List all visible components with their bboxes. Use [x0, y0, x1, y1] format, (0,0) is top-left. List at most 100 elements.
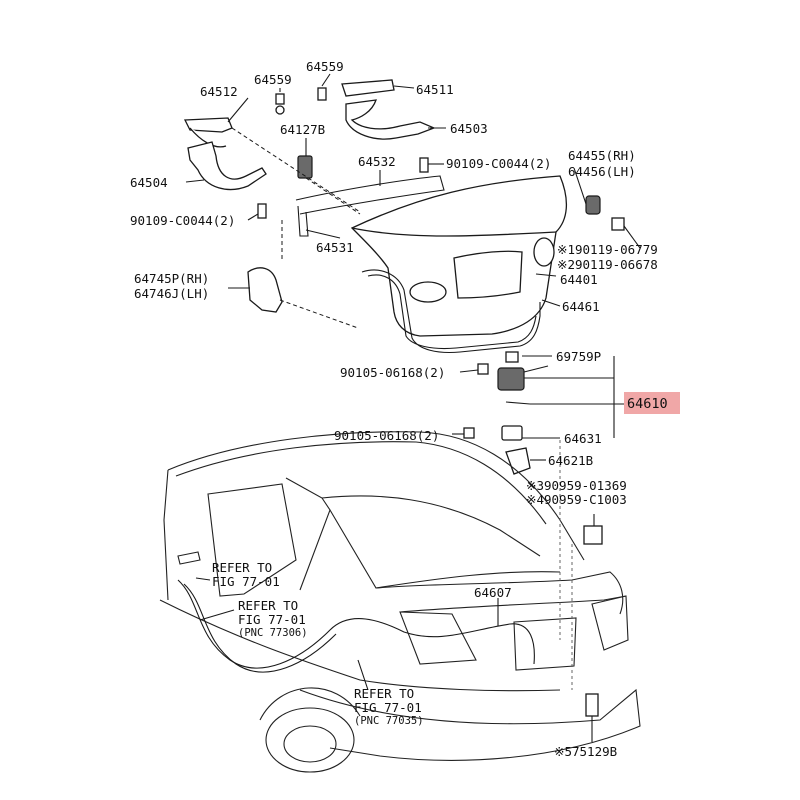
label-64503: 64503 — [450, 121, 488, 136]
door-handle — [177, 551, 201, 565]
label-64559-a: 64559 — [254, 72, 292, 87]
label-69759P: 69759P — [556, 349, 601, 364]
label-90105-a: 90105-06168(2) — [340, 365, 445, 380]
label-64127B: 64127B — [280, 122, 325, 137]
lock-assembly-64610 — [452, 351, 626, 475]
ref3-line3: (PNC 77035) — [354, 715, 424, 727]
bolt-90105-b — [463, 427, 475, 439]
label-64461: 64461 — [562, 299, 600, 314]
torsion-bar-64531 — [297, 205, 309, 237]
ref3-line2: FIG 77-01 — [354, 700, 422, 715]
label-64455: 64455(RH) — [568, 148, 636, 163]
lock-cable-end — [505, 401, 531, 405]
part-labels: 64559 64559 64512 64511 64503 64127B 645… — [130, 59, 668, 759]
license-plate-recess — [513, 617, 577, 671]
hinge-64503-part — [345, 99, 436, 140]
bolt-90109-left — [257, 203, 267, 219]
torsion-bar-64532 — [295, 175, 445, 215]
label-64607: 64607 — [474, 585, 512, 600]
label-64456: 64456(LH) — [568, 164, 636, 179]
rear-bumper — [299, 688, 641, 761]
label-64401: 64401 — [560, 272, 598, 287]
rear-door-window — [207, 483, 297, 597]
rear-window-bottom — [329, 509, 561, 589]
ref2-line2: FIG 77-01 — [238, 612, 306, 627]
bolt-90105-a — [477, 363, 489, 375]
label-64532: 64532 — [358, 154, 396, 169]
label-64531: 64531 — [316, 240, 354, 255]
ref1-line1: REFER TO — [212, 560, 272, 575]
tail-lamp-left — [399, 611, 477, 665]
c-pillar — [285, 477, 331, 591]
label-64746J: 64746J(LH) — [134, 286, 209, 301]
opener-75129B — [585, 693, 599, 717]
trunk-lid-lamp-right — [533, 237, 555, 267]
weatherstrip-64461 — [361, 269, 541, 354]
bolt-64559-left — [275, 93, 285, 105]
dash-64745 — [279, 299, 359, 329]
trunk-lid — [350, 175, 567, 354]
label-64504: 64504 — [130, 175, 168, 190]
tail-lamp-right — [591, 595, 629, 651]
switch-body — [583, 525, 603, 545]
car-roof-inner — [175, 441, 547, 525]
bolt-90109-top — [419, 157, 429, 173]
trunk-lid-plate-recess — [453, 250, 523, 299]
label-90109-top: 90109-C0044(2) — [446, 156, 551, 171]
car-body — [159, 431, 641, 773]
clip-90119 — [611, 217, 625, 231]
hinge-right-part — [341, 79, 395, 97]
label-90109-left: 90109-C0044(2) — [130, 213, 235, 228]
highlight-64610 — [624, 392, 680, 414]
release-cable-64607 — [177, 579, 535, 669]
label-64512: 64512 — [200, 84, 238, 99]
car-roof — [167, 431, 585, 561]
striker-64631 — [501, 425, 523, 441]
washer-64559-left — [275, 105, 285, 115]
label-75129B: ※575129B — [554, 744, 617, 759]
release-cable-64607-b — [183, 583, 337, 673]
leader-lines-lid — [535, 273, 561, 307]
label-64559-b: 64559 — [306, 59, 344, 74]
hinge-assembly — [183, 79, 625, 237]
rear-wheel — [265, 707, 355, 773]
label-90119-06678: ※290119-06678 — [557, 257, 658, 272]
label-64745P: 64745P(RH) — [134, 271, 209, 286]
trim-64745P — [247, 267, 283, 313]
stopper-64127B — [297, 155, 313, 179]
label-90105-b: 90105-06168(2) — [334, 428, 439, 443]
ref2-line3: (PNC 77306) — [238, 627, 308, 639]
trunk-lid-lamp-left — [409, 281, 447, 303]
rear-wheel-arch — [259, 687, 361, 721]
trunk-deck — [375, 571, 624, 615]
lock-body — [497, 367, 525, 391]
hinge-left-part — [183, 117, 233, 133]
label-64610: 64610 — [627, 396, 668, 412]
bracket-64621B — [505, 447, 531, 475]
ref2-line1: REFER TO — [238, 598, 298, 613]
label-64511: 64511 — [416, 82, 454, 97]
lock-rod — [523, 365, 549, 373]
reference-notes: REFER TO FIG 77-01 REFER TO FIG 77-01 (P… — [212, 560, 424, 727]
side-body-line — [159, 599, 561, 692]
rear-window-edge — [321, 495, 541, 557]
bumper-64455 — [585, 195, 601, 215]
label-64631: 64631 — [564, 431, 602, 446]
trunk-lid-top-edge — [351, 227, 557, 237]
lock-cover-69759P — [505, 351, 519, 363]
door-frame — [163, 469, 169, 601]
rear-wheel-hub — [283, 725, 337, 763]
hinge-64504-part — [187, 141, 267, 191]
bolt-64559-right — [317, 87, 327, 101]
switch-90959 — [583, 514, 603, 545]
label-64621B: 64621B — [548, 453, 593, 468]
trunk-lid-outer — [350, 175, 567, 337]
weatherstrip-64461-inner — [367, 274, 537, 350]
trunk-rear-panel — [399, 595, 627, 613]
ref3-line1: REFER TO — [354, 686, 414, 701]
label-90959-C1003: ※490959-C1003 — [526, 492, 627, 507]
leader-lines-top — [185, 73, 641, 260]
label-90119-06779: ※190119-06779 — [557, 242, 658, 257]
label-90959-01369: ※390959-01369 — [526, 478, 627, 493]
